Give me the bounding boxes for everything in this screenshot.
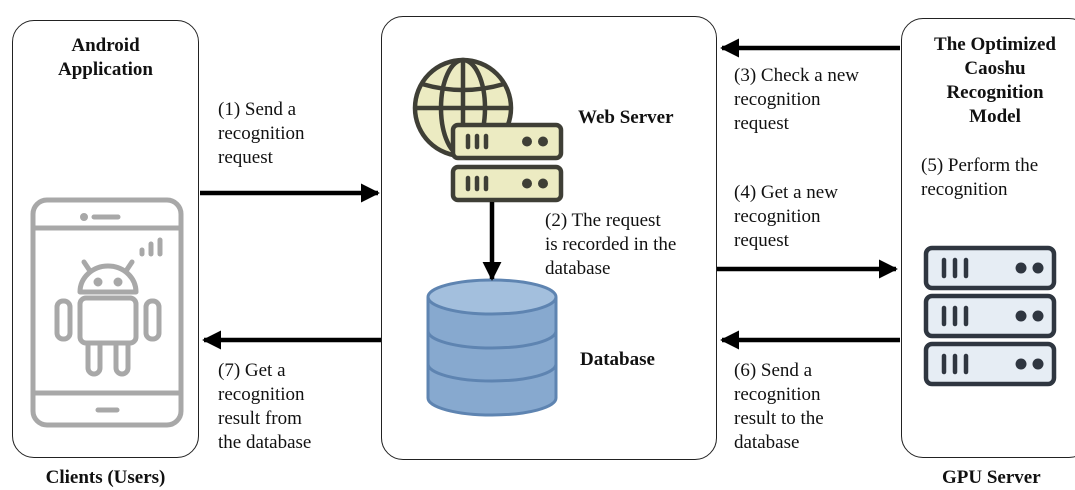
gpu-server-rack-icon (923, 245, 1057, 387)
database-label: Database (580, 349, 655, 370)
android-client-box (12, 20, 199, 458)
clients-caption: Clients (Users) (45, 467, 166, 488)
web-server-rack-icon (450, 122, 564, 203)
gpu-server-caption: GPU Server (942, 467, 1041, 488)
android-phone-icon (30, 197, 184, 428)
android-title: Android Application (57, 35, 154, 80)
gpu-model-title: The Optimized Caoshu Recognition Model (934, 34, 1056, 127)
database-icon (426, 278, 558, 417)
web-server-label: Web Server (578, 107, 674, 128)
